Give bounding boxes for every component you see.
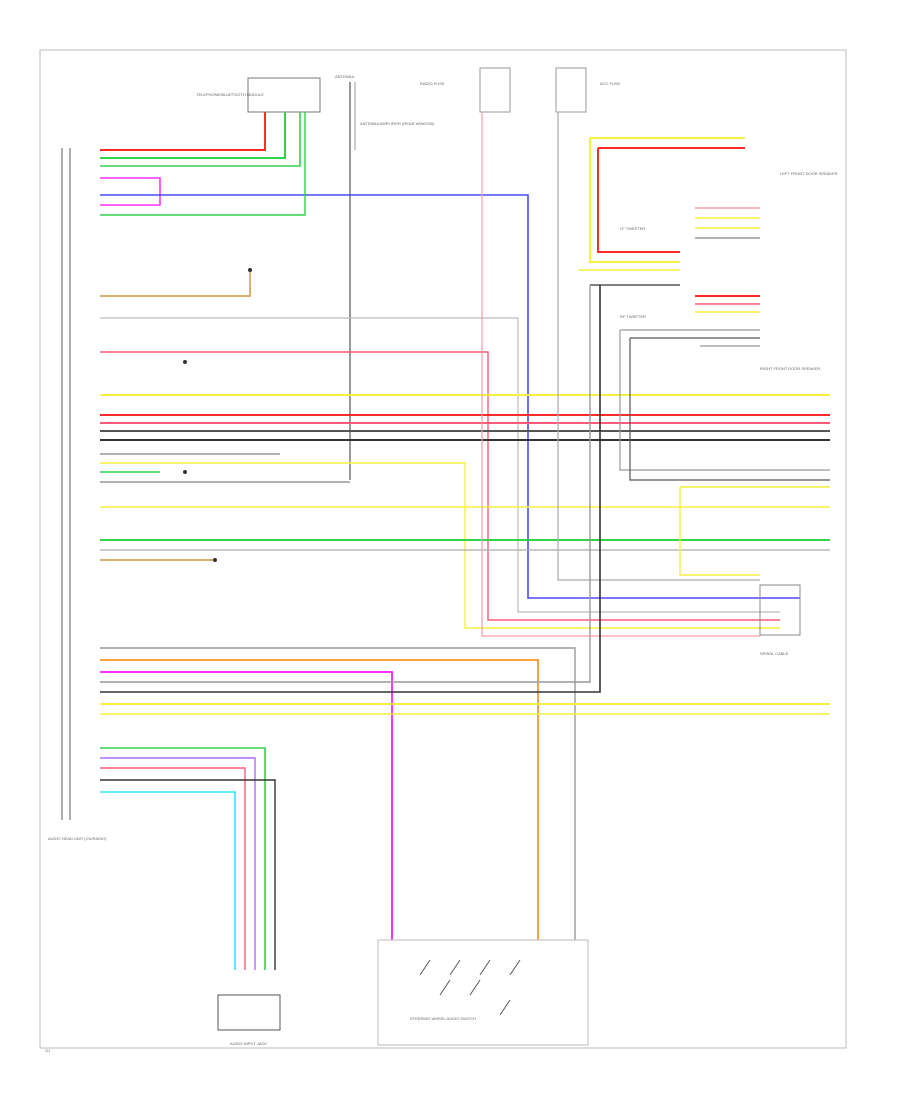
left-tweeter-label: LF TWEETER bbox=[620, 226, 645, 231]
rf-tweeter-black bbox=[629, 337, 830, 481]
jack-wire-violet bbox=[100, 757, 256, 970]
steering-switch-contacts bbox=[419, 959, 521, 1016]
telephone-module-label: TELEPHONE/BLUETOOTH MODULE bbox=[196, 92, 264, 97]
page-border bbox=[39, 49, 847, 1049]
rf-tweeter-gray bbox=[619, 329, 830, 471]
wire-yellow-right-drop bbox=[679, 486, 830, 576]
wire-red-top bbox=[100, 112, 266, 151]
wire-red-right-vert bbox=[597, 148, 680, 253]
ground-label: G1 bbox=[45, 1048, 51, 1053]
wire-gray-5 bbox=[100, 647, 576, 940]
wire-tan-top bbox=[100, 270, 251, 297]
steering-switch-label: STEERING WHEEL AUDIO SWITCH bbox=[410, 1016, 476, 1021]
jack-wire-black bbox=[100, 779, 276, 970]
telephone-module: TELEPHONE/BLUETOOTH MODULE bbox=[196, 77, 321, 113]
steering-switch bbox=[377, 939, 589, 1046]
antenna-amp-label: ANTENNA AMPLIFIER (REAR WINDOW) bbox=[360, 121, 435, 126]
right-door-speaker-label: RIGHT FRONT DOOR SPEAKER bbox=[760, 366, 820, 371]
wire-yellow-right-vert bbox=[589, 138, 680, 263]
jack-wire-cyan bbox=[100, 791, 236, 970]
antenna: ANTENNA ANTENNA AMPLIFIER (REAR WINDOW) bbox=[335, 74, 435, 480]
audio-input-jack-label: AUDIO INPUT JACK bbox=[230, 1041, 267, 1046]
jack-wire-pink bbox=[100, 767, 246, 970]
left-door-speaker-label: LEFT FRONT DOOR SPEAKER bbox=[780, 171, 838, 176]
wire-gray-mid bbox=[100, 317, 780, 613]
right-tweeter-label: RF TWEETER bbox=[620, 314, 646, 319]
wire-pink-fuse bbox=[481, 112, 760, 637]
acc-fuse-label: ACC FUSE bbox=[600, 81, 621, 86]
wire-blue-top bbox=[100, 194, 800, 599]
audio-head-unit-label: AUDIO HEAD UNIT (CD/RADIO) bbox=[48, 836, 107, 841]
wire-magenta bbox=[100, 671, 393, 940]
wire-green-top-1 bbox=[100, 112, 286, 159]
fuse-block: RADIO FUSE ACC FUSE bbox=[420, 67, 621, 113]
wire-green-mid bbox=[100, 112, 306, 216]
spiral-cable-label: SPIRAL CABLE bbox=[760, 651, 789, 656]
wire-black-3 bbox=[100, 285, 601, 693]
audio-input-jack bbox=[217, 994, 281, 1031]
spiral-cable-connector bbox=[759, 584, 801, 636]
wire-magenta-loop bbox=[100, 177, 161, 206]
wire-yellow-2 bbox=[100, 462, 780, 629]
audio-head-unit: AUDIO HEAD UNIT (CD/RADIO) bbox=[48, 148, 107, 841]
wire-orange bbox=[100, 659, 539, 940]
antenna-label: ANTENNA bbox=[335, 74, 354, 79]
wire-pink-long bbox=[100, 351, 780, 621]
jack-wire-green bbox=[100, 747, 266, 970]
radio-fuse-label: RADIO FUSE bbox=[420, 81, 445, 86]
wire-gray-6 bbox=[100, 285, 591, 683]
wire-green-top-2 bbox=[100, 112, 301, 167]
splice-points bbox=[183, 268, 252, 562]
wire-gray-spiral bbox=[557, 112, 760, 581]
